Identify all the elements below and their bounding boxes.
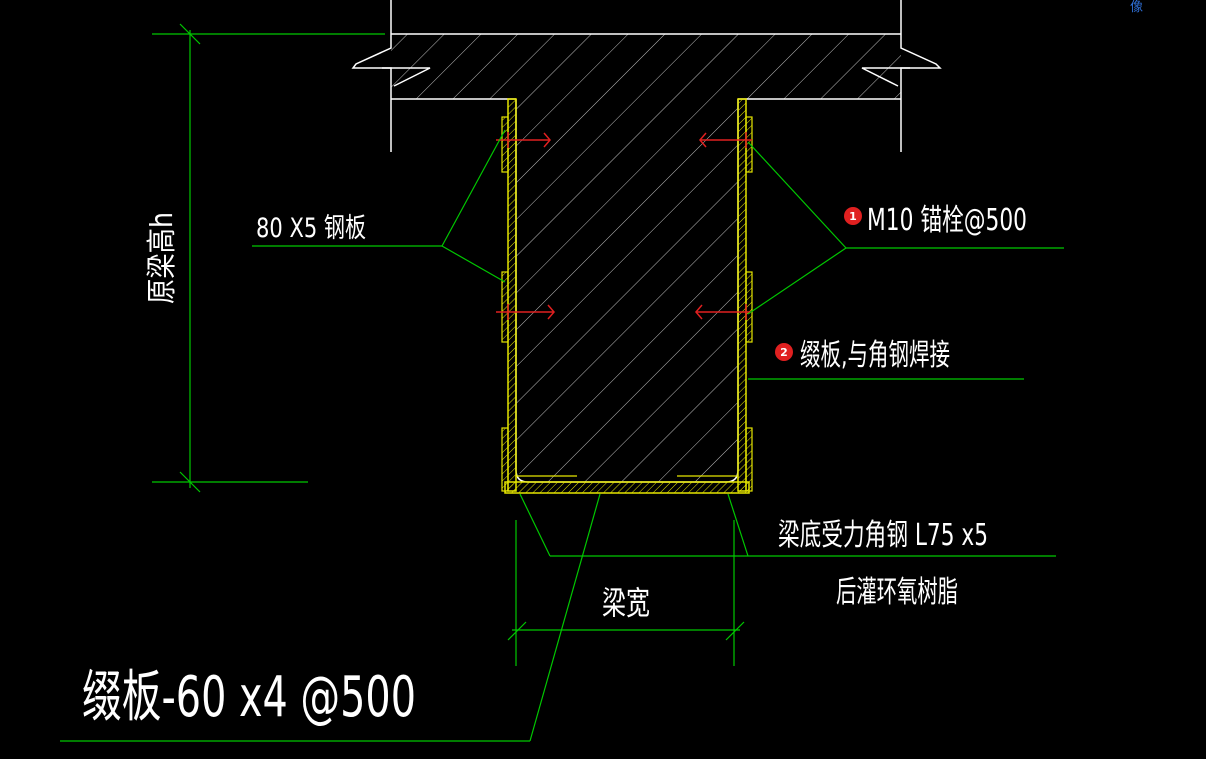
steel-jacket [501,98,753,494]
badge-anchor: 1 [844,207,862,225]
anchor-bolt-top-right [699,132,752,148]
label-batten-spec: 缀板-60 x4 @500 [82,665,416,730]
corner-tag: 像 [1130,0,1144,15]
label-bottom-angle: 梁底受力角钢 L75 x5 [778,518,988,553]
label-anchor-bolt: M10 锚栓@500 [867,203,1027,238]
badge-anchor-number: 1 [849,210,857,223]
badge-batten-number: 2 [780,346,788,359]
label-epoxy: 后灌环氧树脂 [836,575,958,610]
label-steel-plate: 80 X5 钢板 [256,213,366,244]
annotations: 80 X5 钢板 原梁高h 1 M10 锚栓@500 2 缀板,与角钢焊接 梁底… [82,203,1027,730]
badge-batten: 2 [775,343,793,361]
anchor-bolt-mid-left [496,304,555,320]
anchor-bolt-mid-right [695,304,752,320]
label-batten-weld: 缀板,与角钢焊接 [800,338,950,373]
label-beam-width: 梁宽 [602,584,650,622]
label-beam-height: 原梁高h [145,212,180,304]
anchor-bolts [496,132,752,320]
anchor-bolt-top-left [496,132,551,148]
concrete-section [351,0,942,483]
leader-lines [60,23,1064,742]
